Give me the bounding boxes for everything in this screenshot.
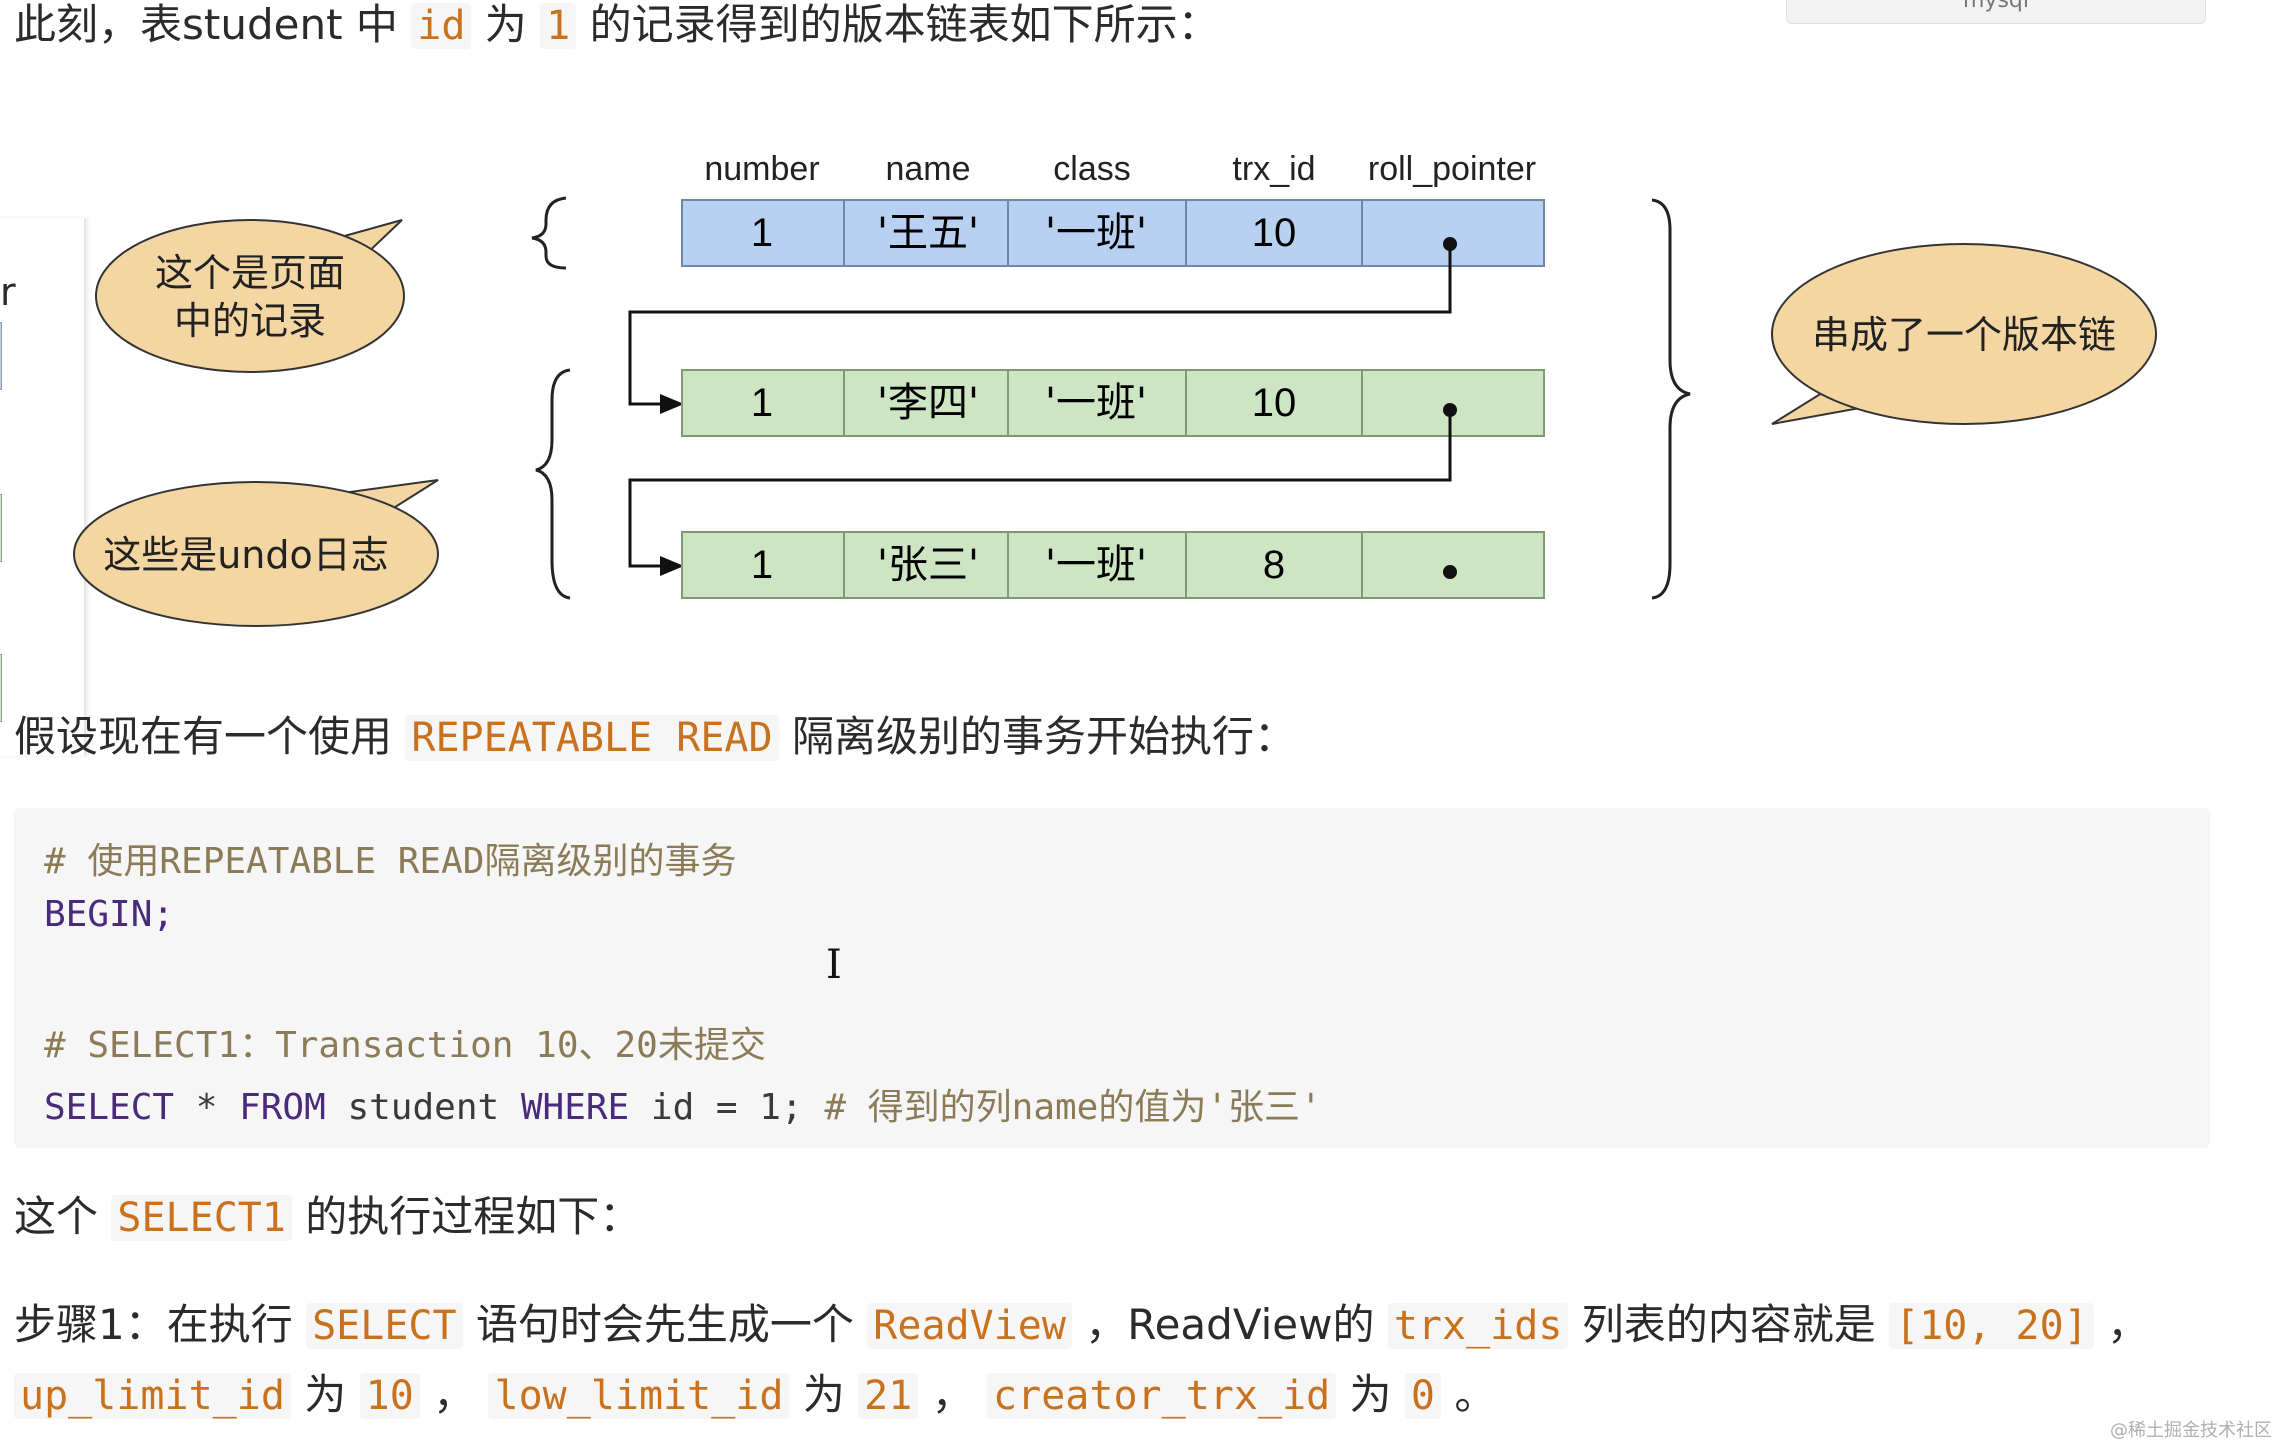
intro-paragraph: 此刻，表student 中 id 为 1 的记录得到的版本链表如下所示：	[14, 0, 1220, 50]
side-panel-overlay: r	[0, 218, 86, 756]
header-roll-pointer: roll_pointer	[1368, 150, 1536, 188]
arrow-head	[660, 394, 684, 414]
header-name: name	[885, 150, 970, 188]
para-text: 隔离级别的事务开始执行：	[778, 712, 1296, 761]
roll-pointer-dot	[1443, 565, 1457, 579]
inline-code: 21	[858, 1373, 919, 1419]
text-cursor-icon: I	[826, 942, 842, 988]
para-text: 为	[290, 1370, 360, 1419]
paragraph-repeatable-read: 假设现在有一个使用 REPEATABLE READ 隔离级别的事务开始执行：	[14, 712, 1296, 762]
arrow-head	[660, 556, 684, 576]
code-comment-line: # 使用REPEATABLE READ隔离级别的事务	[44, 841, 737, 882]
para-text: 为	[789, 1370, 859, 1419]
code-block[interactable]: # 使用REPEATABLE READ隔离级别的事务 BEGIN; # SELE…	[14, 808, 2210, 1148]
code-line-select: SELECT * FROM student WHERE id = 1; # 得到…	[44, 1078, 1322, 1130]
cell-trx-id: 10	[1252, 211, 1297, 255]
paragraph-select1: 这个 SELECT1 的执行过程如下：	[14, 1192, 641, 1242]
header-class: class	[1053, 150, 1130, 188]
roll-pointer-arrow	[628, 410, 1452, 568]
sql-text: student	[325, 1087, 521, 1128]
para-text: 的执行过程如下：	[291, 1192, 642, 1241]
paragraph-step1-cont: up_limit_id 为 10 ， low_limit_id 为 21 ， c…	[14, 1370, 1496, 1420]
bubble-text: 这个是页面	[155, 251, 345, 295]
sql-keyword: SELECT	[44, 1087, 175, 1128]
side-fragment-row	[0, 494, 2, 562]
inline-code-isolation: REPEATABLE READ	[405, 715, 779, 761]
cell-class: '一班'	[1045, 380, 1147, 426]
para-text: 语句时会先生成一个	[462, 1300, 868, 1349]
sql-keyword: WHERE	[520, 1087, 630, 1128]
intro-text-suffix: 的记录得到的版本链表如下所示：	[576, 0, 1220, 49]
para-text: ，	[2093, 1300, 2150, 1349]
cell-class: '一班'	[1045, 542, 1147, 588]
undo-row: 1 '李四' '一班' 10	[681, 369, 1545, 437]
sql-text: id = 1;	[629, 1087, 825, 1128]
sql-comment: # 得到的列name的值为'张三'	[824, 1087, 1322, 1128]
para-text: ，	[918, 1370, 988, 1419]
side-fragment-text: r	[0, 270, 16, 314]
speech-bubble-chain: 串成了一个版本链	[1771, 243, 2157, 425]
header-number: number	[704, 150, 819, 188]
cell-name: '王五'	[877, 210, 979, 256]
sql-keyword: FROM	[239, 1087, 326, 1128]
inline-code: SELECT	[306, 1303, 463, 1349]
cell-class: '一班'	[1045, 210, 1147, 256]
cell-number: 1	[751, 381, 773, 425]
para-text: 这个	[14, 1192, 112, 1241]
bubble-text: 串成了一个版本链	[1812, 313, 2116, 357]
brace-chain	[1651, 198, 1691, 600]
cell-name: '张三'	[877, 542, 979, 588]
intro-text-mid: 为	[471, 0, 541, 49]
undo-row: 1 '张三' '一班' 8	[681, 531, 1545, 599]
code-line-begin: BEGIN;	[44, 894, 175, 935]
inline-code: creator_trx_id	[987, 1373, 1337, 1419]
para-text: 。	[1441, 1370, 1497, 1419]
brace-undo	[535, 368, 571, 600]
cell-number: 1	[751, 543, 773, 587]
inline-code: [10, 20]	[1889, 1303, 2094, 1349]
para-text: ，	[419, 1370, 489, 1419]
inline-code: 10	[359, 1373, 420, 1419]
para-text: 为	[1336, 1370, 1405, 1419]
version-chain-diagram: number name class trx_id roll_pointer 1 …	[73, 150, 2157, 627]
inline-code-id: id	[411, 3, 472, 49]
para-text: ，ReadView的	[1071, 1300, 1388, 1349]
paragraph-step1: 步骤1：在执行 SELECT 语句时会先生成一个 ReadView ，ReadV…	[14, 1300, 2149, 1350]
inline-code-value: 1	[540, 3, 577, 49]
cell-name: '李四'	[877, 380, 979, 426]
intro-text: 此刻，表student 中	[14, 0, 412, 49]
cell-trx-id: 8	[1263, 543, 1285, 587]
record-row: 1 '王五' '一班' 10	[681, 199, 1545, 267]
mysql-tag-label: mysql	[1963, 0, 2029, 13]
inline-code: ReadView	[867, 1303, 1072, 1349]
roll-pointer-arrow	[628, 244, 1452, 406]
sql-text: *	[174, 1087, 240, 1128]
brace-record	[531, 196, 567, 270]
cell-trx-id: 10	[1252, 381, 1297, 425]
para-text: 假设现在有一个使用	[14, 712, 406, 761]
mysql-tag-button[interactable]: mysql	[1786, 0, 2206, 24]
inline-code: 0	[1404, 1373, 1441, 1419]
code-comment-line: # SELECT1：Transaction 10、20未提交	[44, 1025, 766, 1066]
header-trx-id: trx_id	[1232, 150, 1315, 188]
inline-code-select1: SELECT1	[111, 1195, 292, 1241]
bubble-text: 中的记录	[174, 299, 326, 343]
side-fragment-row	[0, 654, 2, 722]
watermark: @稀土掘金技术社区	[2110, 1420, 2272, 1441]
para-text: 列表的内容就是	[1568, 1300, 1890, 1349]
speech-bubble-undo: 这些是undo日志	[73, 479, 439, 627]
cell-number: 1	[751, 211, 773, 255]
para-text: 步骤1：在执行	[14, 1300, 307, 1349]
inline-code: up_limit_id	[14, 1373, 291, 1419]
speech-bubble-record: 这个是页面 中的记录	[95, 219, 405, 373]
side-fragment-row	[0, 322, 2, 390]
inline-code: low_limit_id	[488, 1373, 790, 1419]
inline-code: trx_ids	[1387, 1303, 1569, 1349]
bubble-text: 这些是undo日志	[103, 533, 389, 577]
